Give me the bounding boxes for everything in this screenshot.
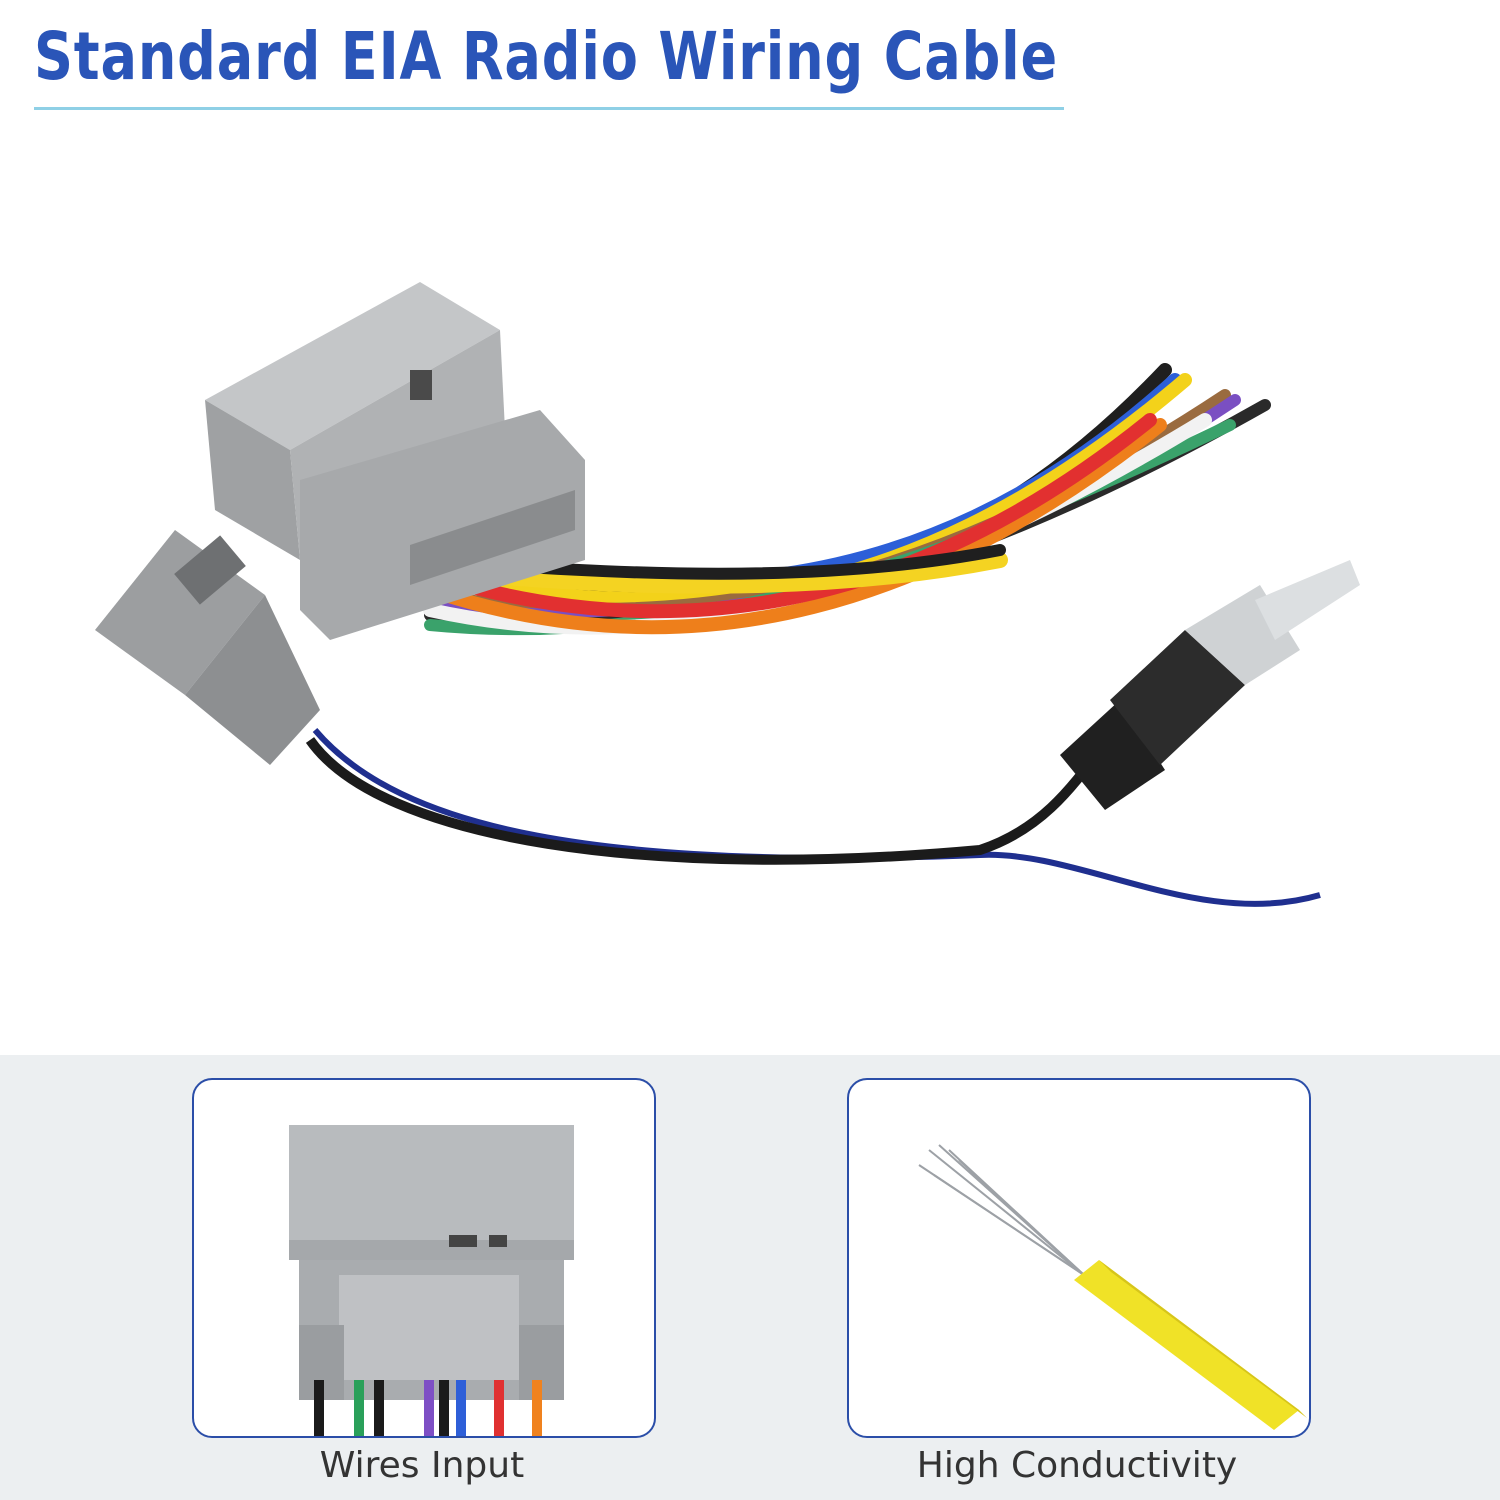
high-conductivity-card [847,1078,1311,1438]
title-underline [34,107,1064,110]
antenna-cables [305,728,1321,907]
wire-strand-image [918,1144,1307,1430]
wire-strands [314,1380,542,1436]
wires-input-card [192,1078,656,1438]
copper-strands [918,1144,1085,1276]
high-conductivity-caption: High Conductivity [916,1445,1238,1486]
page-title: Standard EIA Radio Wiring Cable [34,18,1059,95]
product-image [0,230,1500,990]
wires-input-caption: Wires Input [319,1445,525,1486]
connector-closeup-image [289,1125,574,1436]
main-connector [205,282,585,640]
antenna-plug [1060,560,1360,810]
antenna-connector [95,530,320,765]
